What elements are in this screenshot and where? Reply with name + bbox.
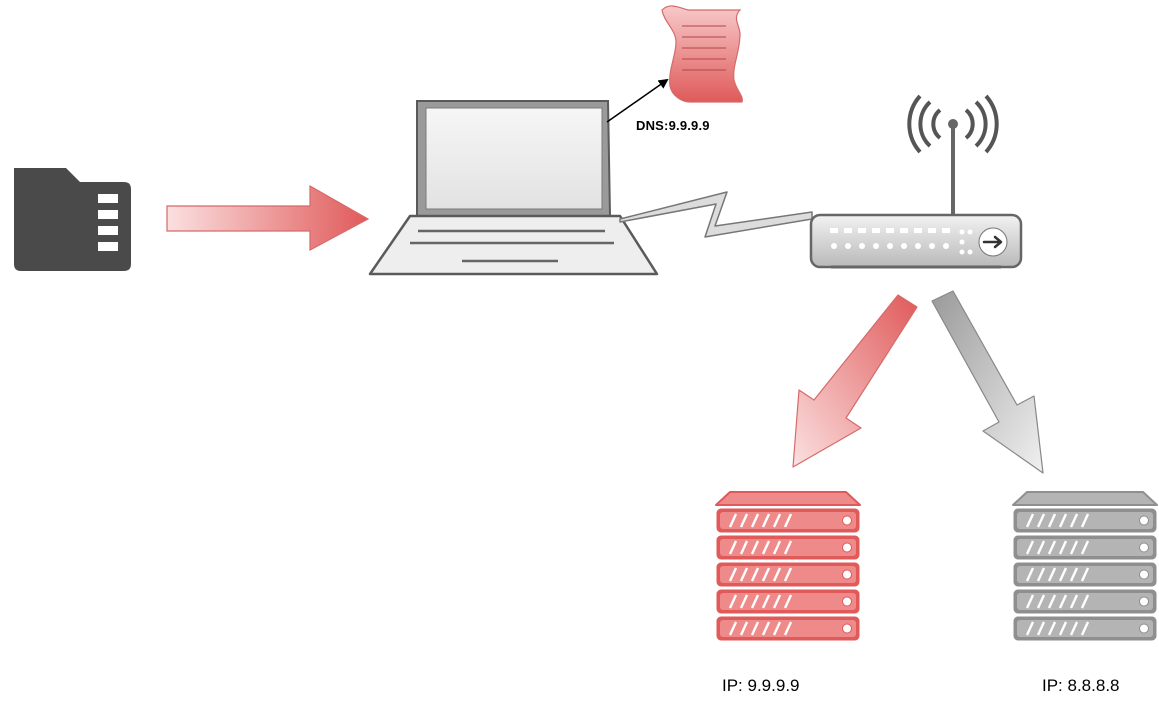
flow-arrow-sd-to-laptop	[166, 184, 370, 252]
dns-config-connector	[606, 78, 669, 123]
server-9999-icon	[715, 491, 861, 641]
flow-arrow-router-to-dns-8888	[931, 290, 1044, 474]
dns-config-document-icon	[661, 5, 743, 103]
router-icon	[809, 94, 1023, 269]
laptop-icon	[368, 100, 659, 276]
wireless-link	[619, 191, 813, 238]
server-9999-ip-label: IP: 9.9.9.9	[722, 676, 800, 695]
sd-card-icon	[14, 168, 131, 271]
dns-label: DNS:9.9.9.9	[636, 118, 710, 133]
server-8888-icon	[1012, 491, 1158, 641]
server-8888-ip-label: IP: 8.8.8.8	[1042, 676, 1120, 695]
flow-arrow-router-to-dns-9999	[792, 294, 918, 468]
